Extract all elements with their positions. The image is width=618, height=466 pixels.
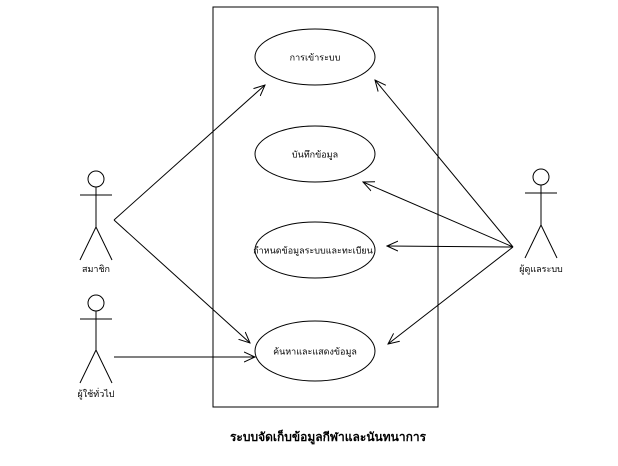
use-case-label: ค้นหาและแสดงข้อมูล	[273, 347, 357, 358]
association-member-login	[113, 85, 265, 221]
association-admin-setup	[387, 246, 514, 247]
system-boundary	[212, 6, 439, 408]
diagram-caption: ระบบจัดเก็บข้อมูลกีฬาและนันทนาการ	[230, 429, 427, 445]
actor-label: ผู้ดูแลระบบ	[519, 264, 563, 275]
use-case-login: การเข้าระบบ	[254, 28, 376, 86]
association-member-search	[113, 219, 250, 343]
use-case-ellipse	[254, 221, 376, 279]
actor-label: ผู้ใช้ทั่วไป	[77, 387, 114, 400]
stick-figure-icon	[524, 168, 558, 259]
associations	[113, 80, 514, 357]
use-case-ellipse	[254, 125, 376, 183]
association-admin-login	[375, 80, 514, 248]
stick-figure-icon	[79, 294, 113, 384]
use-case-ellipse	[254, 28, 376, 86]
stick-figure-icon	[79, 170, 113, 261]
use-case-label: บันทึกข้อมูล	[292, 150, 338, 161]
use-case-record: บันทึกข้อมูล	[254, 125, 376, 183]
actor-member: สมาชิก	[79, 170, 113, 275]
association-admin-record	[363, 182, 514, 248]
use-case-label: กำหนดข้อมูลระบบและทะเบียน	[253, 246, 373, 257]
use-case-search: ค้นหาและแสดงข้อมูล	[254, 320, 376, 382]
use-case-ellipse	[254, 320, 376, 382]
actor-admin: ผู้ดูแลระบบ	[519, 168, 563, 275]
actor-label: สมาชิก	[82, 264, 110, 275]
use-case-label: การเข้าระบบ	[290, 53, 341, 64]
association-admin-search	[388, 246, 514, 344]
use-case-setup: กำหนดข้อมูลระบบและทะเบียน	[253, 221, 376, 279]
actor-general-user: ผู้ใช้ทั่วไป	[77, 294, 115, 400]
